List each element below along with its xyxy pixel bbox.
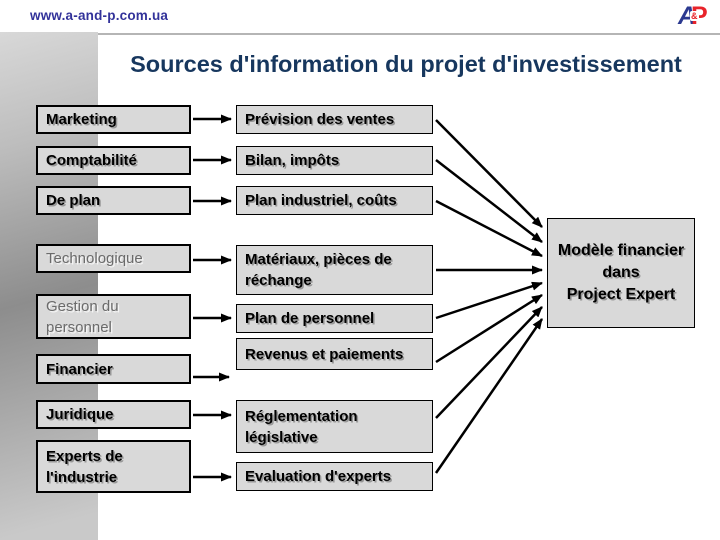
document-box-plan-personnel: Plan de personnel (236, 304, 433, 333)
logo-ampersand: & (690, 11, 699, 21)
connector-arrow (435, 293, 543, 364)
connector-arrow (435, 306, 543, 419)
target-box-project-expert: Modèle financier dans Project Expert (547, 218, 695, 328)
header-bar: www.a-and-p.com.ua A P & (0, 0, 720, 33)
connector-arrow (435, 119, 543, 228)
source-box-marketing: Marketing (36, 105, 191, 134)
document-box-bilan-impots: Bilan, impôts (236, 146, 433, 175)
logo-letter-p: P (691, 2, 708, 30)
source-box-juridique: Juridique (36, 400, 191, 429)
document-box-evaluation-experts: Evaluation d'experts (236, 462, 433, 491)
connector-arrow (435, 199, 543, 258)
source-box-de-plan: De plan (36, 186, 191, 215)
document-box-reglementation: Réglementation législative (236, 400, 433, 453)
document-box-plan-industriel: Plan industriel, coûts (236, 186, 433, 215)
connector-arrow (435, 159, 543, 243)
source-box-gestion-du-personnel: Gestion du personnel (36, 294, 191, 339)
document-box-materiaux: Matériaux, pièces de réchange (236, 245, 433, 295)
document-box-revenus-paiements: Revenus et paiements (236, 338, 433, 370)
slide-title: Sources d'information du projet d'invest… (130, 51, 682, 77)
logo-letter-a: A (678, 2, 697, 30)
connector-arrow (435, 281, 543, 320)
company-logo: A P & (678, 2, 712, 30)
document-box-prevision-ventes: Prévision des ventes (236, 105, 433, 134)
source-box-comptabilite: Comptabilité (36, 146, 191, 175)
source-box-financier: Financier (36, 354, 191, 384)
header-divider-line (0, 33, 720, 35)
source-box-technologique: Technologique (36, 244, 191, 273)
connector-arrow (434, 318, 544, 474)
source-box-experts-industrie: Experts de l'industrie (36, 440, 191, 493)
website-url: www.a-and-p.com.ua (30, 8, 169, 23)
